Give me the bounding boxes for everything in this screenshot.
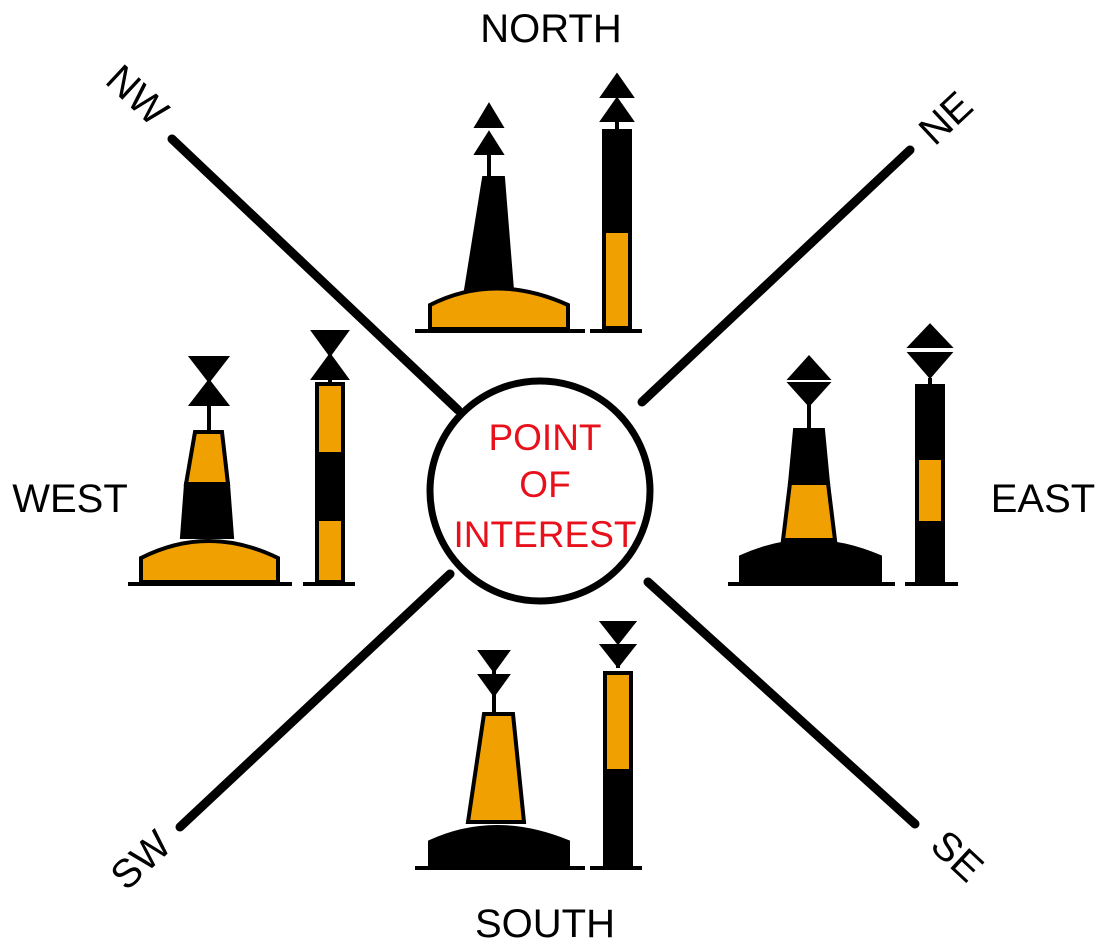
west-topmark-lower-cone: [192, 382, 226, 404]
line-sw: [180, 574, 450, 827]
south-topmark-lower-cone: [481, 676, 507, 694]
south-pillar-upper-cone: [603, 623, 633, 642]
east-topmark-lower-cone: [791, 384, 827, 404]
line-se: [648, 582, 915, 824]
east-pillar-lower-cone: [911, 354, 949, 376]
east-pillar-black-top: [917, 386, 943, 458]
south-pillar-black-section: [605, 771, 631, 866]
west-pillar: [303, 332, 355, 584]
west-pillar-yellow-bottom: [317, 519, 343, 582]
east-pillar-yellow-band: [917, 458, 943, 523]
west-pillar-black-band: [317, 454, 343, 519]
east-pillar-black-bottom: [917, 523, 943, 582]
west-buoy-base: [141, 541, 278, 582]
north-pillar-upper-cone: [603, 76, 631, 96]
east-buoy-body-band: [783, 483, 835, 540]
south-pillar-lower-cone: [603, 646, 633, 665]
north-topmark-lower-cone: [477, 134, 501, 153]
west-buoy: [128, 358, 292, 584]
east-pillar-upper-cone: [911, 326, 949, 346]
label-west: WEST: [12, 477, 128, 521]
south-buoy-body: [468, 714, 524, 822]
west-buoy-body-band: [182, 484, 232, 537]
center-label-line1: POINT: [488, 417, 601, 458]
north-pillar-lower-cone: [603, 100, 631, 120]
north-topmark-upper-cone: [477, 106, 501, 126]
east-buoy-body-top: [790, 430, 828, 483]
south-pillar: [590, 623, 642, 868]
east-buoy: [728, 358, 895, 584]
west-pillar-lower-cone: [314, 356, 346, 378]
north-pillar-black-section: [604, 131, 630, 231]
east-topmark-upper-cone: [791, 358, 827, 378]
label-east: EAST: [991, 477, 1095, 521]
east-buoy-base: [741, 542, 880, 583]
label-north: NORTH: [480, 7, 621, 51]
west-buoy-body-top: [186, 432, 228, 484]
label-ne: NE: [911, 83, 982, 153]
north-pillar-yellow-section: [604, 231, 630, 328]
south-topmark-upper-cone: [481, 652, 507, 670]
south-buoy-base: [430, 827, 568, 866]
north-pillar: [590, 76, 642, 331]
line-ne: [642, 150, 910, 402]
west-pillar-yellow-top: [317, 384, 343, 454]
south-pillar-yellow-section: [605, 673, 631, 771]
label-se: SE: [922, 822, 991, 891]
north-buoy-base: [430, 289, 568, 330]
east-pillar: [905, 326, 958, 584]
north-buoy-body: [466, 178, 512, 290]
point-of-interest: POINT OF INTEREST: [430, 381, 650, 601]
west-pillar-upper-cone: [314, 332, 346, 354]
west-topmark-upper-cone: [192, 358, 226, 380]
north-buoy: [415, 106, 585, 331]
center-label-line3: INTEREST: [454, 514, 637, 555]
label-nw: NW: [97, 57, 176, 135]
south-buoy: [415, 652, 585, 868]
center-label-line2: OF: [519, 464, 570, 505]
label-sw: SW: [103, 822, 180, 898]
label-south: SOUTH: [475, 902, 615, 944]
